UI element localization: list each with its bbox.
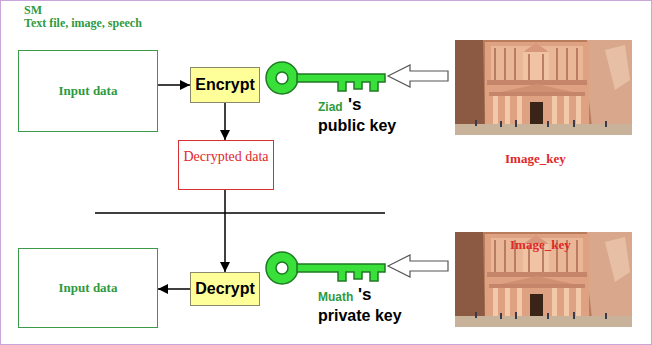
possessive-mark: 's bbox=[358, 286, 372, 305]
possessive-mark: 's bbox=[348, 96, 362, 115]
image-key-label: Image_key bbox=[510, 238, 571, 252]
hollow-arrow bbox=[388, 255, 448, 277]
flow-arrow bbox=[224, 190, 226, 272]
input-box: Input data bbox=[18, 50, 158, 132]
node-text: Decrypted data bbox=[183, 149, 268, 165]
flow-arrow bbox=[158, 84, 190, 86]
image-key-label: Image_key bbox=[505, 152, 566, 166]
key-icon bbox=[266, 62, 385, 94]
key-icon bbox=[266, 252, 385, 284]
flow-arrow bbox=[224, 103, 226, 140]
input-box: Input data bbox=[18, 248, 158, 328]
process-box: Decrypt bbox=[190, 272, 260, 306]
process-box: Encrypt bbox=[190, 67, 260, 103]
separator-line bbox=[95, 212, 385, 214]
node-text: Encrypt bbox=[195, 76, 255, 94]
owner-name: Muath bbox=[318, 291, 353, 304]
output-box: Decrypted data bbox=[178, 140, 274, 190]
corner-label: SM bbox=[24, 4, 42, 17]
node-text: Input data bbox=[59, 83, 118, 99]
owner-name: Ziad bbox=[318, 101, 343, 114]
node-text: Decrypt bbox=[195, 280, 255, 298]
hollow-arrow bbox=[388, 65, 448, 87]
node-text: Input data bbox=[59, 280, 118, 296]
image-key-picture bbox=[455, 40, 632, 135]
key-name: private key bbox=[318, 307, 402, 325]
corner-label: Text file, image, speech bbox=[24, 17, 142, 30]
key-name: public key bbox=[318, 117, 396, 135]
image-key-picture bbox=[455, 232, 632, 327]
flow-arrow bbox=[158, 288, 190, 290]
